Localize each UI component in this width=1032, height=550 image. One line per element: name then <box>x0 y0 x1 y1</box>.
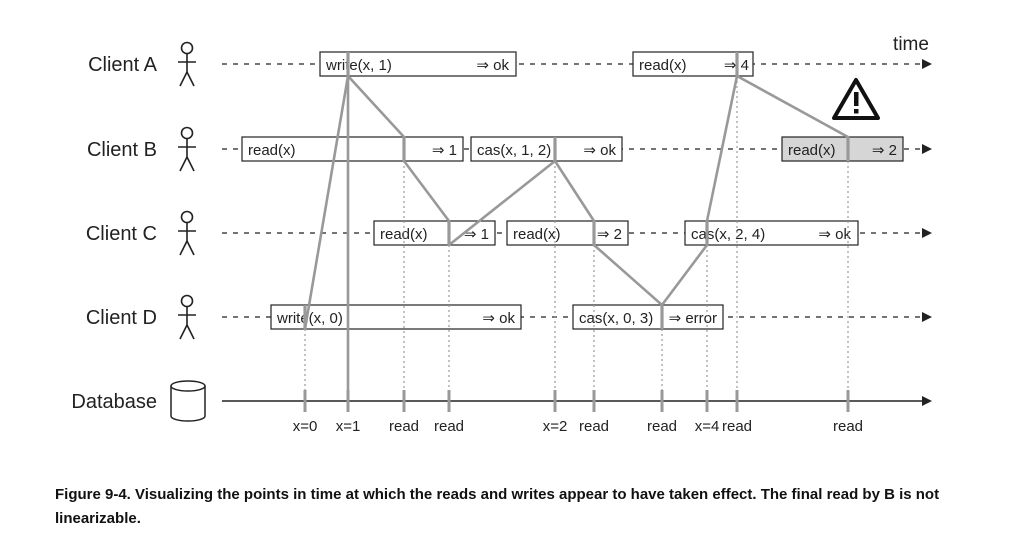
database-tick-label: read <box>434 418 464 435</box>
client-label-a: Client A <box>88 54 158 76</box>
operation-result: ⇒ ok <box>583 142 616 159</box>
linearization-connector <box>402 159 451 223</box>
operation-label: read(x) <box>380 226 428 243</box>
operation-box <box>319 51 517 77</box>
operation-label: write(x, 1) <box>325 57 392 74</box>
operation-result: ⇒ error <box>669 310 717 327</box>
arrowhead-icon <box>922 144 932 154</box>
linearization-connector <box>346 74 406 139</box>
person-icon <box>178 126 196 172</box>
operation-label: read(x) <box>248 142 296 159</box>
operation-label: read(x) <box>513 226 561 243</box>
operation-box <box>506 220 629 246</box>
warning-triangle-icon <box>832 78 880 120</box>
database-tick-label: read <box>722 418 752 435</box>
client-label-b: Client B <box>87 139 157 161</box>
operation-label: read(x) <box>639 57 687 74</box>
operation-result: ⇒ 2 <box>597 226 622 243</box>
operation-result: ⇒ 1 <box>432 142 457 159</box>
operation-box <box>270 304 522 330</box>
database-tick-label: read <box>389 418 419 435</box>
operation-label: cas(x, 2, 4) <box>691 226 765 243</box>
database-tick-label: read <box>647 418 677 435</box>
operation-box <box>781 136 904 162</box>
database-tick-label: read <box>833 418 863 435</box>
arrowhead-icon <box>922 396 932 406</box>
database-tick-label: x=0 <box>293 418 318 435</box>
operation-box <box>470 136 623 162</box>
person-icon <box>178 294 196 340</box>
client-label-c: Client C <box>86 223 157 245</box>
linearizability-diagram: Client A Client B Client C Client D timeData… <box>71 34 932 435</box>
database-label: Database <box>71 391 157 413</box>
operation-result: ⇒ 2 <box>872 142 897 159</box>
linearization-connector <box>705 74 739 223</box>
arrowhead-icon <box>922 312 932 322</box>
figure-caption: Figure 9-4. Visualizing the points in ti… <box>55 486 940 527</box>
linearization-connector <box>592 243 664 307</box>
operation-result: ⇒ 1 <box>464 226 489 243</box>
operation-box <box>241 136 464 162</box>
operation-box <box>572 304 724 330</box>
linearization-connector <box>660 243 709 307</box>
operation-label: cas(x, 0, 3) <box>579 310 653 327</box>
operation-label: read(x) <box>788 142 836 159</box>
operation-box <box>684 220 859 246</box>
database-tick-label: x=2 <box>543 418 568 435</box>
operation-box <box>632 51 754 77</box>
time-label: time <box>893 34 929 55</box>
person-icon <box>178 41 196 87</box>
database-tick-label: read <box>579 418 609 435</box>
operation-label: write(x, 0) <box>276 310 343 327</box>
operation-label: cas(x, 1, 2) <box>477 142 551 159</box>
operation-result: ⇒ ok <box>818 226 851 243</box>
linearization-connector <box>303 74 350 331</box>
linearization-connector <box>553 159 596 223</box>
arrowhead-icon <box>922 228 932 238</box>
operation-result: ⇒ ok <box>476 57 509 74</box>
database-tick-label: x=4 <box>695 418 720 435</box>
database-icon <box>170 380 206 422</box>
database-tick-label: x=1 <box>336 418 361 435</box>
linearization-connector <box>735 74 850 139</box>
linearization-connector <box>447 159 557 247</box>
operation-result: ⇒ ok <box>482 310 515 327</box>
person-icon <box>178 210 196 256</box>
client-label-d: Client D <box>86 307 157 329</box>
arrowhead-icon <box>922 59 932 69</box>
